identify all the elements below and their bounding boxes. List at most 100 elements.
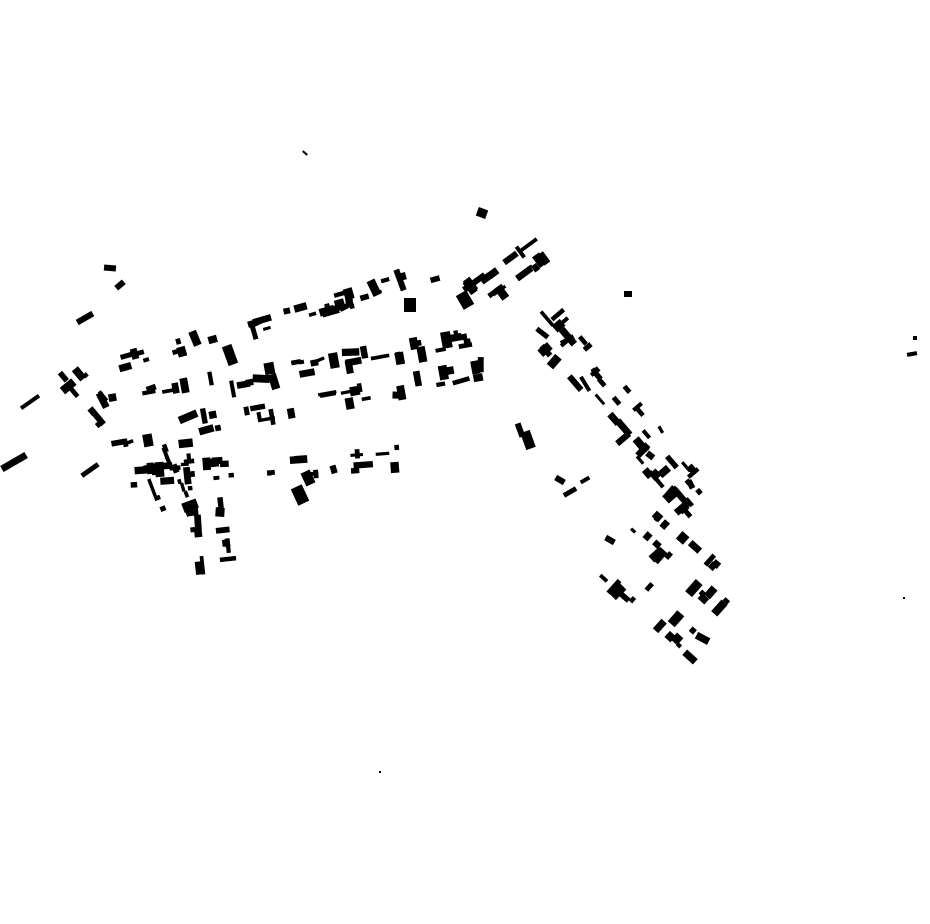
building <box>394 444 400 451</box>
building <box>492 284 507 297</box>
building <box>95 391 110 410</box>
building <box>221 539 231 547</box>
building <box>338 300 355 312</box>
building <box>608 582 627 601</box>
building <box>141 388 156 396</box>
building <box>686 479 696 490</box>
building <box>594 393 606 406</box>
building <box>652 618 667 634</box>
building <box>97 390 109 402</box>
building <box>537 342 553 358</box>
building <box>577 335 588 346</box>
building <box>582 342 593 352</box>
building <box>236 380 251 389</box>
building <box>645 450 656 461</box>
building <box>183 490 190 498</box>
building <box>75 310 95 326</box>
building <box>177 409 199 425</box>
building <box>524 264 533 272</box>
building <box>161 446 172 465</box>
building <box>263 361 276 376</box>
building <box>665 454 679 470</box>
building <box>562 486 578 498</box>
building <box>80 462 100 478</box>
building <box>568 376 576 384</box>
building <box>455 290 475 310</box>
building <box>537 251 551 266</box>
building <box>293 302 308 313</box>
building <box>267 373 281 391</box>
building <box>539 310 555 327</box>
building <box>213 475 220 481</box>
building <box>682 649 698 665</box>
building <box>215 526 230 534</box>
building <box>711 559 722 570</box>
building <box>670 632 684 646</box>
building <box>641 429 652 440</box>
building <box>19 394 41 410</box>
building <box>477 357 484 373</box>
building <box>472 373 484 383</box>
building <box>228 472 235 478</box>
building <box>175 337 182 345</box>
building <box>171 348 181 356</box>
building <box>650 546 668 565</box>
building <box>59 378 77 395</box>
building <box>129 347 140 360</box>
building-footprints <box>0 150 918 773</box>
building <box>186 453 192 463</box>
building <box>268 408 276 426</box>
building <box>635 442 651 458</box>
building <box>435 347 447 353</box>
building <box>107 393 117 403</box>
building <box>176 345 188 358</box>
building <box>913 336 917 340</box>
building <box>667 610 685 628</box>
building <box>487 267 500 279</box>
building <box>160 476 175 485</box>
building <box>514 422 526 438</box>
building <box>193 526 203 538</box>
building <box>198 424 215 436</box>
building <box>67 385 80 399</box>
building <box>219 555 237 563</box>
building <box>219 460 229 468</box>
building <box>122 438 129 448</box>
building <box>199 407 208 424</box>
building <box>452 376 471 386</box>
building <box>590 367 598 375</box>
building <box>249 323 259 340</box>
building <box>684 497 694 508</box>
building <box>207 334 218 345</box>
building <box>130 481 138 488</box>
building <box>329 464 338 475</box>
building <box>688 626 697 635</box>
building <box>435 381 446 388</box>
building <box>194 514 202 530</box>
building <box>722 597 731 605</box>
building <box>535 326 550 340</box>
building <box>199 555 206 575</box>
building <box>390 461 400 474</box>
building <box>648 468 662 482</box>
building <box>321 305 340 318</box>
building <box>554 474 566 486</box>
building <box>632 401 643 412</box>
building <box>313 469 319 479</box>
building <box>393 268 407 292</box>
building <box>375 451 390 456</box>
building <box>502 250 519 266</box>
building <box>333 289 351 298</box>
building <box>153 494 161 502</box>
building <box>249 403 266 412</box>
building <box>202 457 212 471</box>
building <box>437 364 450 381</box>
building <box>252 374 270 383</box>
building <box>90 409 106 427</box>
building <box>221 343 239 367</box>
building <box>177 478 182 485</box>
building <box>341 348 360 357</box>
building <box>209 457 220 468</box>
building <box>256 411 262 420</box>
building <box>324 302 332 312</box>
